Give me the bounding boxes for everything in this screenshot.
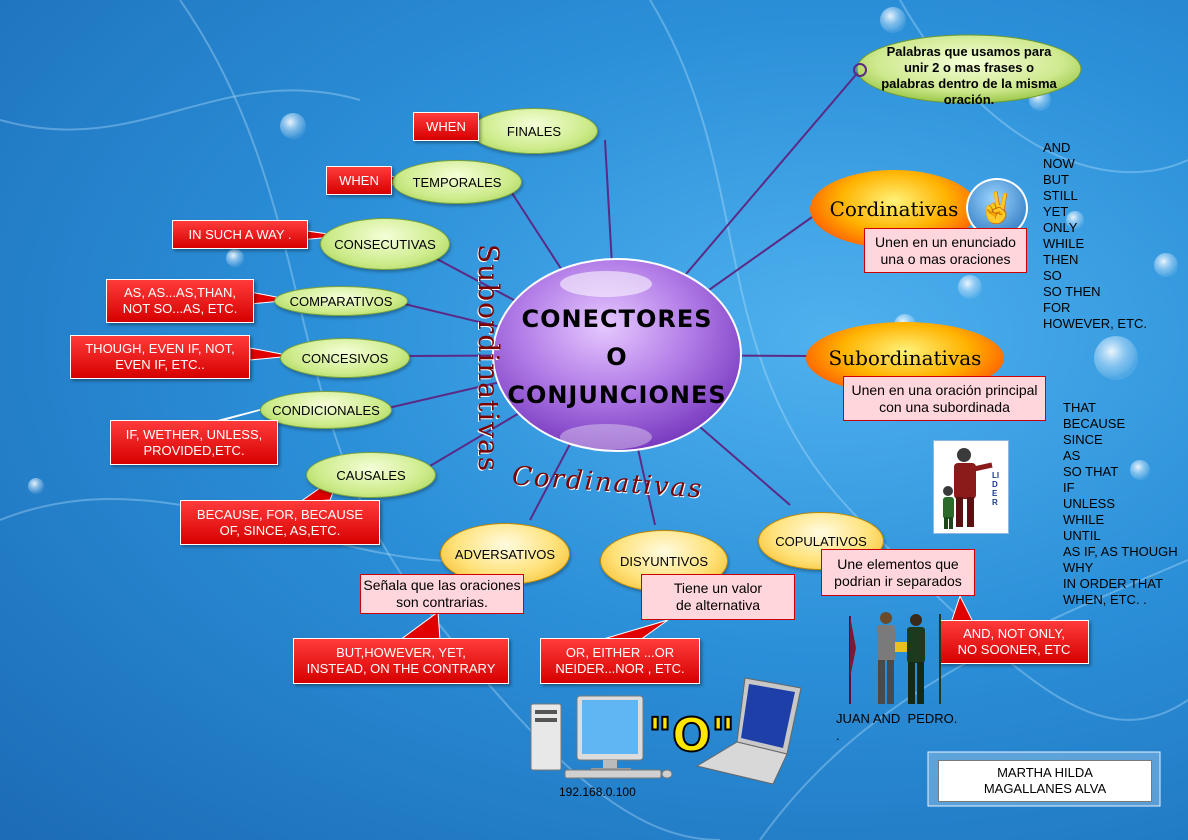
example-condicionales: IF, WETHER, UNLESS, PROVIDED,ETC. [110, 420, 278, 465]
o-label: "O" [647, 707, 736, 763]
lider-vertical-text: LIDER [992, 471, 1000, 507]
cordinativas-word-list: AND NOW BUT STILL YET ONLY WHILE THEN SO… [1043, 140, 1147, 332]
word: BUT [1043, 172, 1069, 187]
example-copulativos: AND, NOT ONLY, NO SOONER, ETC [939, 620, 1089, 664]
word: UNTIL [1063, 528, 1101, 543]
leader-illustration-icon [943, 448, 993, 529]
word: WHILE [1063, 512, 1105, 527]
juan-pedro-caption: JUAN AND PEDRO. [836, 711, 958, 726]
word: AS IF, AS THOUGH [1063, 544, 1178, 559]
word: THEN [1043, 252, 1079, 267]
note-adversativos: Señala que las oraciones son contrarias. [360, 574, 524, 614]
note-copulativos: Une elementos que podrian ir separados [821, 549, 975, 596]
word: ONLY [1043, 220, 1078, 235]
subordinativas-word-list: THAT BECAUSE SINCE AS SO THAT IF UNLESS … [1063, 400, 1178, 608]
leader-figure-image: LIDER [933, 440, 1009, 534]
central-title-line2: O [606, 343, 628, 371]
word: YET [1043, 204, 1069, 219]
word: IF [1063, 480, 1075, 495]
ip-address-label: 192.168.0.100 [559, 785, 636, 799]
word: AND [1043, 140, 1071, 155]
author-box: MARTHA HILDA MAGALLANES ALVA [938, 760, 1152, 802]
word: WHY [1063, 560, 1094, 575]
subordinativas-vertical-label: Subordinativas [472, 244, 505, 473]
word: THAT [1063, 400, 1096, 415]
word: SO THEN [1043, 284, 1101, 299]
node-condicionales: CONDICIONALES [260, 391, 392, 429]
central-node: CONECTORES O CONJUNCIONES [493, 262, 741, 452]
node-consecutivas: CONSECUTIVAS [320, 218, 450, 270]
example-finales: WHEN [413, 112, 479, 141]
node-temporales: TEMPORALES [392, 160, 522, 204]
word: SO THAT [1063, 464, 1119, 479]
word: STILL [1043, 188, 1078, 203]
note-disyuntivos: Tiene un valor de alternativa [641, 574, 795, 620]
example-adversativos: BUT,HOWEVER, YET, INSTEAD, ON THE CONTRA… [293, 638, 509, 684]
example-consecutivas: IN SUCH A WAY . [172, 220, 308, 249]
cordinativas-note: Unen en un enunciado una o mas oraciones [864, 228, 1027, 273]
node-causales: CAUSALES [306, 452, 436, 498]
node-concesivos: CONCESIVOS [280, 338, 410, 378]
word: SINCE [1063, 432, 1103, 447]
word: SO [1043, 268, 1062, 283]
example-causales: BECAUSE, FOR, BECAUSE OF, SINCE, AS,ETC. [180, 500, 380, 545]
word: AS [1063, 448, 1081, 463]
example-concesivos: THOUGH, EVEN IF, NOT, EVEN IF, ETC.. [70, 335, 250, 379]
word: IN ORDER THAT [1063, 576, 1163, 591]
central-title-line1: CONECTORES [521, 305, 713, 333]
example-comparativos: AS, AS...AS,THAN, NOT SO...AS, ETC. [106, 279, 254, 323]
word: WHILE [1043, 236, 1085, 251]
word: NOW [1043, 156, 1075, 171]
handshake-figures-icon [849, 612, 941, 704]
caption-dot: . [836, 728, 840, 743]
word: FOR [1043, 300, 1071, 315]
central-title-line3: CONJUNCIONES [507, 381, 727, 409]
example-temporales: WHEN [326, 166, 392, 195]
word: UNLESS [1063, 496, 1116, 511]
node-comparativos: COMPARATIVOS [274, 286, 408, 316]
word: HOWEVER, ETC. [1043, 316, 1148, 331]
node-finales: FINALES [470, 108, 598, 154]
word: WHEN, ETC. . [1063, 592, 1147, 607]
word: BECAUSE [1063, 416, 1126, 431]
definition-node: Palabras que usamos para unir 2 o mas fr… [881, 44, 1057, 107]
example-disyuntivos: OR, EITHER ...OR NEIDER...NOR , ETC. [540, 638, 700, 684]
computers-illustration [530, 677, 802, 785]
subordinativas-note: Unen en una oración principal con una su… [843, 376, 1046, 421]
